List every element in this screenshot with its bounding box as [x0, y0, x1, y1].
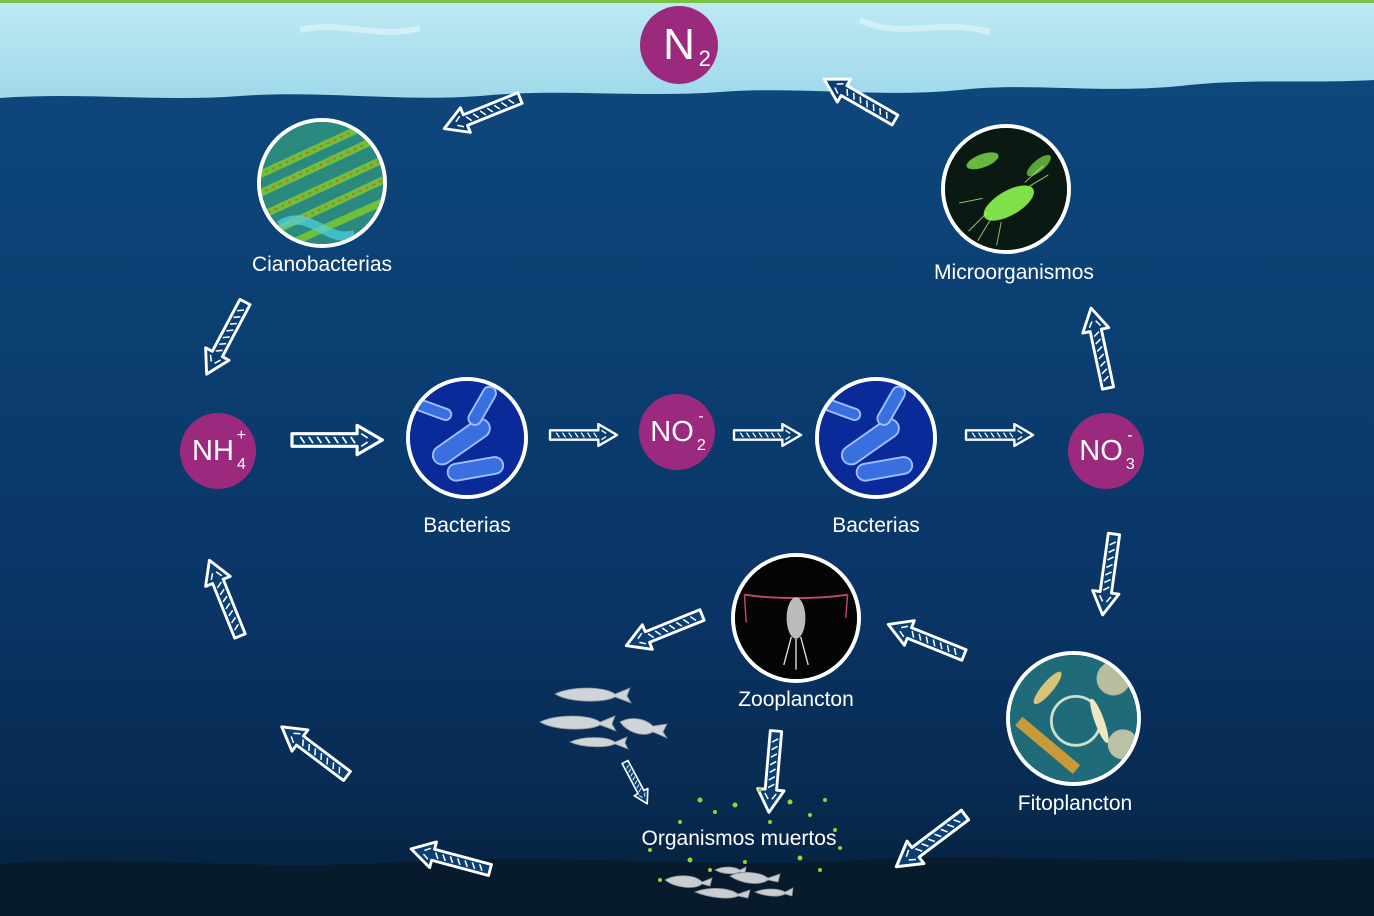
microorganisms-image	[941, 124, 1071, 254]
no2-subscript: 2	[696, 436, 706, 454]
nh4-ion: NH+4	[180, 413, 256, 489]
no2-superscript: -	[698, 407, 704, 425]
arrow-bacterias-to-no2	[548, 422, 619, 448]
arrow-seabed-up	[272, 714, 357, 789]
arrow-no2-to-bacterias	[732, 422, 803, 448]
microorganismos-label: Microorganismos	[934, 261, 1094, 284]
arrow-cyano-to-nh4	[193, 294, 259, 382]
bacteria-image-1	[406, 377, 528, 499]
arrow-cyano-to-n2	[437, 84, 527, 143]
arrow-zoo-to-dead	[754, 728, 791, 815]
cianobacterias-label: Cianobacterias	[251, 253, 393, 276]
no3-base: NO	[1079, 434, 1123, 467]
zooplancton-label: Zooplancton	[738, 688, 854, 711]
arrow-bacterias-to-no3	[964, 422, 1035, 448]
nh4-superscript: +	[236, 426, 246, 444]
arrow-up-to-nh4	[195, 553, 254, 643]
phytoplankton-image	[1006, 651, 1141, 786]
arrow-no3-to-fito	[1088, 530, 1129, 619]
no3-ion: NO- 3	[1068, 413, 1144, 489]
decay-particles	[648, 788, 842, 882]
fitoplancton-label: Fitoplancton	[1017, 792, 1133, 815]
arrow-fito-to-dead	[886, 802, 975, 880]
bacteria-image-2	[815, 377, 937, 499]
arrow-no3-to-micro	[1076, 303, 1123, 393]
n2-base: N	[663, 20, 695, 69]
n2-subscript: 2	[698, 46, 711, 71]
arrow-zoo-to-fish	[619, 601, 709, 660]
cyanobacteria-image	[257, 118, 387, 248]
no3-subscript: 3	[1125, 455, 1135, 473]
no3-superscript: -	[1127, 426, 1133, 444]
fish-school	[539, 687, 669, 750]
organismos-muertos-label: Organismos muertos	[641, 827, 837, 850]
arrow-fito-to-zoo	[881, 610, 971, 669]
no2-base: NO	[650, 415, 694, 448]
dead-fish-pile	[664, 866, 794, 899]
bacterias-label-2: Bacterias	[832, 514, 920, 537]
arrow-fish-to-dead	[617, 757, 655, 809]
arrow-nh4-to-bacterias	[290, 423, 384, 457]
bacterias-label-1: Bacterias	[423, 514, 511, 537]
zooplankton-image	[731, 553, 861, 683]
nh4-subscript: 4	[237, 455, 246, 473]
arrow-dead-to-seabed	[406, 834, 495, 885]
arrow-micro-to-n2	[816, 66, 904, 133]
no2-ion: NO- 2	[639, 394, 715, 470]
nh4-base: NH	[192, 434, 234, 467]
